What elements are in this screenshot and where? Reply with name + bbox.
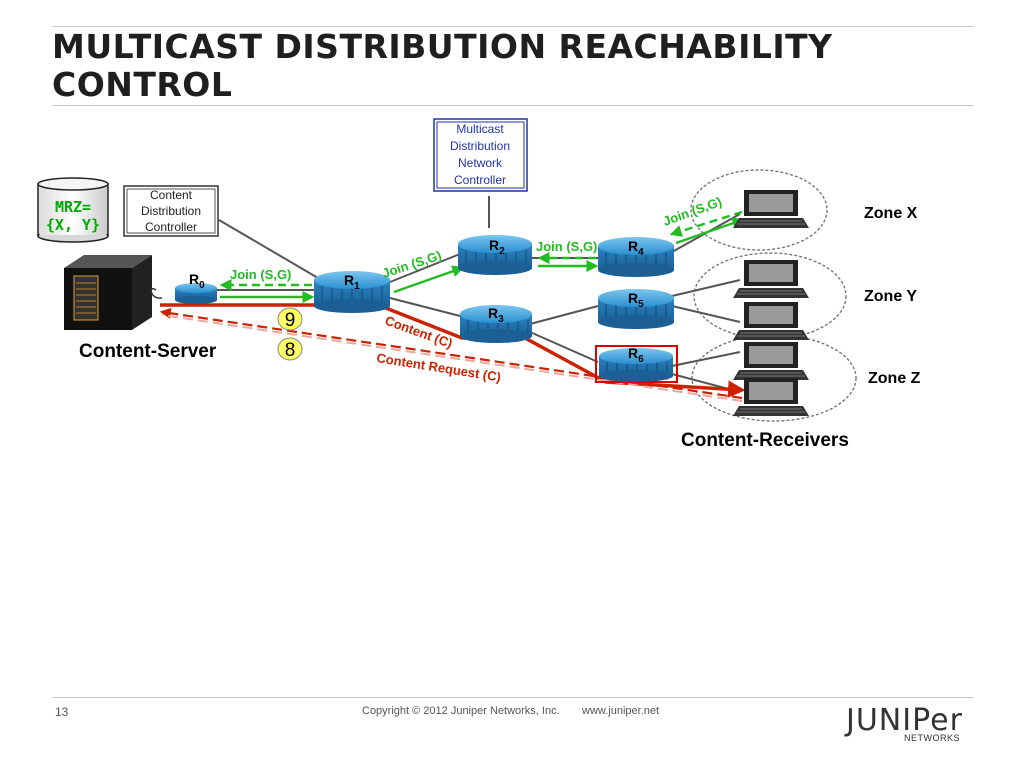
router-r1 xyxy=(314,271,390,313)
content-controller-line-3: Controller xyxy=(145,220,197,234)
step-badge-8: 8 xyxy=(277,337,303,361)
zone-z-label: Zone Z xyxy=(868,370,921,387)
content-controller-box: Content Distribution Controller xyxy=(123,185,219,237)
title-top-rule xyxy=(52,26,973,27)
router-r4-label: R4 xyxy=(628,238,644,258)
router-r5 xyxy=(598,289,674,329)
router-r5-label: R5 xyxy=(628,290,644,310)
router-r6-label: R6 xyxy=(628,345,644,365)
router-r2-label: R2 xyxy=(489,237,505,257)
zone-x-label: Zone X xyxy=(864,205,918,222)
svg-text:9: 9 xyxy=(285,310,296,331)
copyright-text: Copyright © 2012 Juniper Networks, Inc. xyxy=(362,705,560,717)
content-server xyxy=(64,255,152,330)
juniper-logo: JUNIPer xyxy=(846,703,963,738)
router-r3 xyxy=(460,305,532,343)
juniper-logo-subtitle: NETWORKS xyxy=(904,733,961,743)
router-r0-label: R0 xyxy=(189,271,205,291)
page-number: 13 xyxy=(55,705,69,719)
mdn-controller-line-1: Multicast xyxy=(456,122,504,136)
laptop-zone-y-1 xyxy=(732,259,810,299)
mdn-controller-line-4: Controller xyxy=(454,173,506,187)
router-r1-label: R1 xyxy=(344,272,360,292)
content-controller-line-1: Content xyxy=(150,188,193,202)
mrz-database: MRZ= {X, Y} xyxy=(37,177,109,243)
laptop-zone-y-2 xyxy=(732,301,810,341)
join-label-r1-r2: Join (S,G) xyxy=(380,248,443,281)
mrz-line-1: MRZ= xyxy=(55,198,91,216)
content-server-label: Content-Server xyxy=(79,341,217,362)
laptop-zone-z-1 xyxy=(732,341,810,381)
step-badge-9: 9 xyxy=(277,307,303,331)
website-link[interactable]: www.juniper.net xyxy=(582,705,660,717)
join-label-r2-r4: Join (S,G) xyxy=(536,239,597,254)
title-line-1: MULTICAST DISTRIBUTION REACHABILITY xyxy=(52,27,833,66)
join-request-arrows xyxy=(219,210,743,291)
content-request-path xyxy=(159,307,743,400)
mdn-controller-box: Multicast Distribution Network Controlle… xyxy=(433,118,528,192)
mdn-controller-line-3: Network xyxy=(458,156,503,170)
svg-text:8: 8 xyxy=(285,340,296,361)
router-r6 xyxy=(595,345,678,383)
content-receivers-label: Content-Receivers xyxy=(681,430,849,451)
join-label-r0-r1: Join (S,G) xyxy=(230,267,291,282)
footer-rule xyxy=(52,697,973,698)
router-r4 xyxy=(598,237,674,277)
join-arrows xyxy=(220,217,745,303)
mrz-line-2: {X, Y} xyxy=(46,216,100,234)
content-request-path-shadow xyxy=(161,314,743,402)
laptop-zone-z-2 xyxy=(732,377,810,417)
server-link-connector xyxy=(150,287,163,299)
laptop-zone-x xyxy=(732,189,810,229)
router-r3-label: R3 xyxy=(488,305,504,325)
title-line-2: CONTROL xyxy=(52,65,233,104)
join-label-r4-zone: Join (S,G) xyxy=(661,194,724,229)
network-links xyxy=(215,196,741,393)
content-controller-line-2: Distribution xyxy=(141,204,201,218)
slide-title: MULTICAST DISTRIBUTION REACHABILITY CONT… xyxy=(52,28,952,104)
zone-x-ellipse xyxy=(690,169,828,251)
zone-y-label: Zone Y xyxy=(864,288,917,305)
title-bottom-rule xyxy=(52,105,973,106)
network-diagram: R0 R1 R2 R3 R4 R5 R6 Multicast Distribut… xyxy=(37,118,921,451)
router-r0 xyxy=(175,283,217,304)
mdn-controller-line-2: Distribution xyxy=(450,139,510,153)
router-r2 xyxy=(458,235,532,275)
